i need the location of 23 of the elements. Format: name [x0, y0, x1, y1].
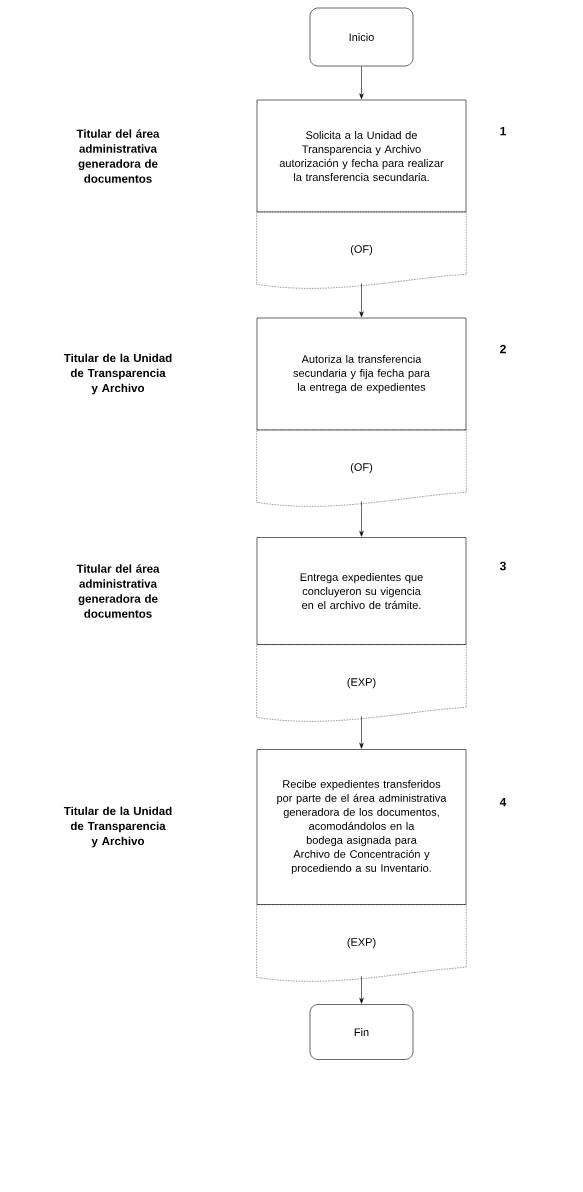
role-label: Titular de la Unidad de Transparencia y Archivo — [63, 353, 172, 395]
step-number: 2 — [500, 344, 506, 354]
arrow — [359, 501, 364, 537]
role-label: Titular de la Unidad de Transparencia y Archivo — [63, 806, 172, 848]
process-box: Recibe expedientes transferidos por parte de el área administrativa generadora de los documentos, acomodándolos en la bodega asignada para Archivo de Concentración y procediendo a su Inventario. — [256, 749, 467, 905]
process-box: Autoriza la transferencia secundaria y fija fecha para la entrega de expedientes — [256, 317, 467, 431]
document-shape: (OF) — [256, 429, 467, 507]
arrow — [359, 66, 364, 100]
step-number: 3 — [499, 561, 506, 571]
arrow — [359, 716, 364, 749]
role-label: Titular del área administrativa generadora de documentos — [76, 129, 160, 183]
terminal-box: Fin — [309, 1004, 414, 1060]
document-shape: (EXP) — [256, 644, 467, 722]
arrow — [359, 283, 364, 318]
process-box: Solicita a la Unidad de Transparencia y Archivo autorización y fecha para realizar la transferencia secundaria. — [256, 99, 467, 213]
document-shape: (EXP) — [256, 904, 467, 982]
role-label: Titular del área administrativa generadora de documentos — [76, 564, 160, 618]
step-number: 1 — [500, 126, 506, 136]
document-shape: (OF) — [256, 211, 467, 289]
process-box: Entrega expedientes que concluyeron su vigencia en el archivo de trámite. — [256, 537, 467, 645]
terminal-box: Inicio — [309, 7, 414, 67]
step-number: 4 — [499, 797, 507, 807]
arrow — [359, 976, 364, 1004]
